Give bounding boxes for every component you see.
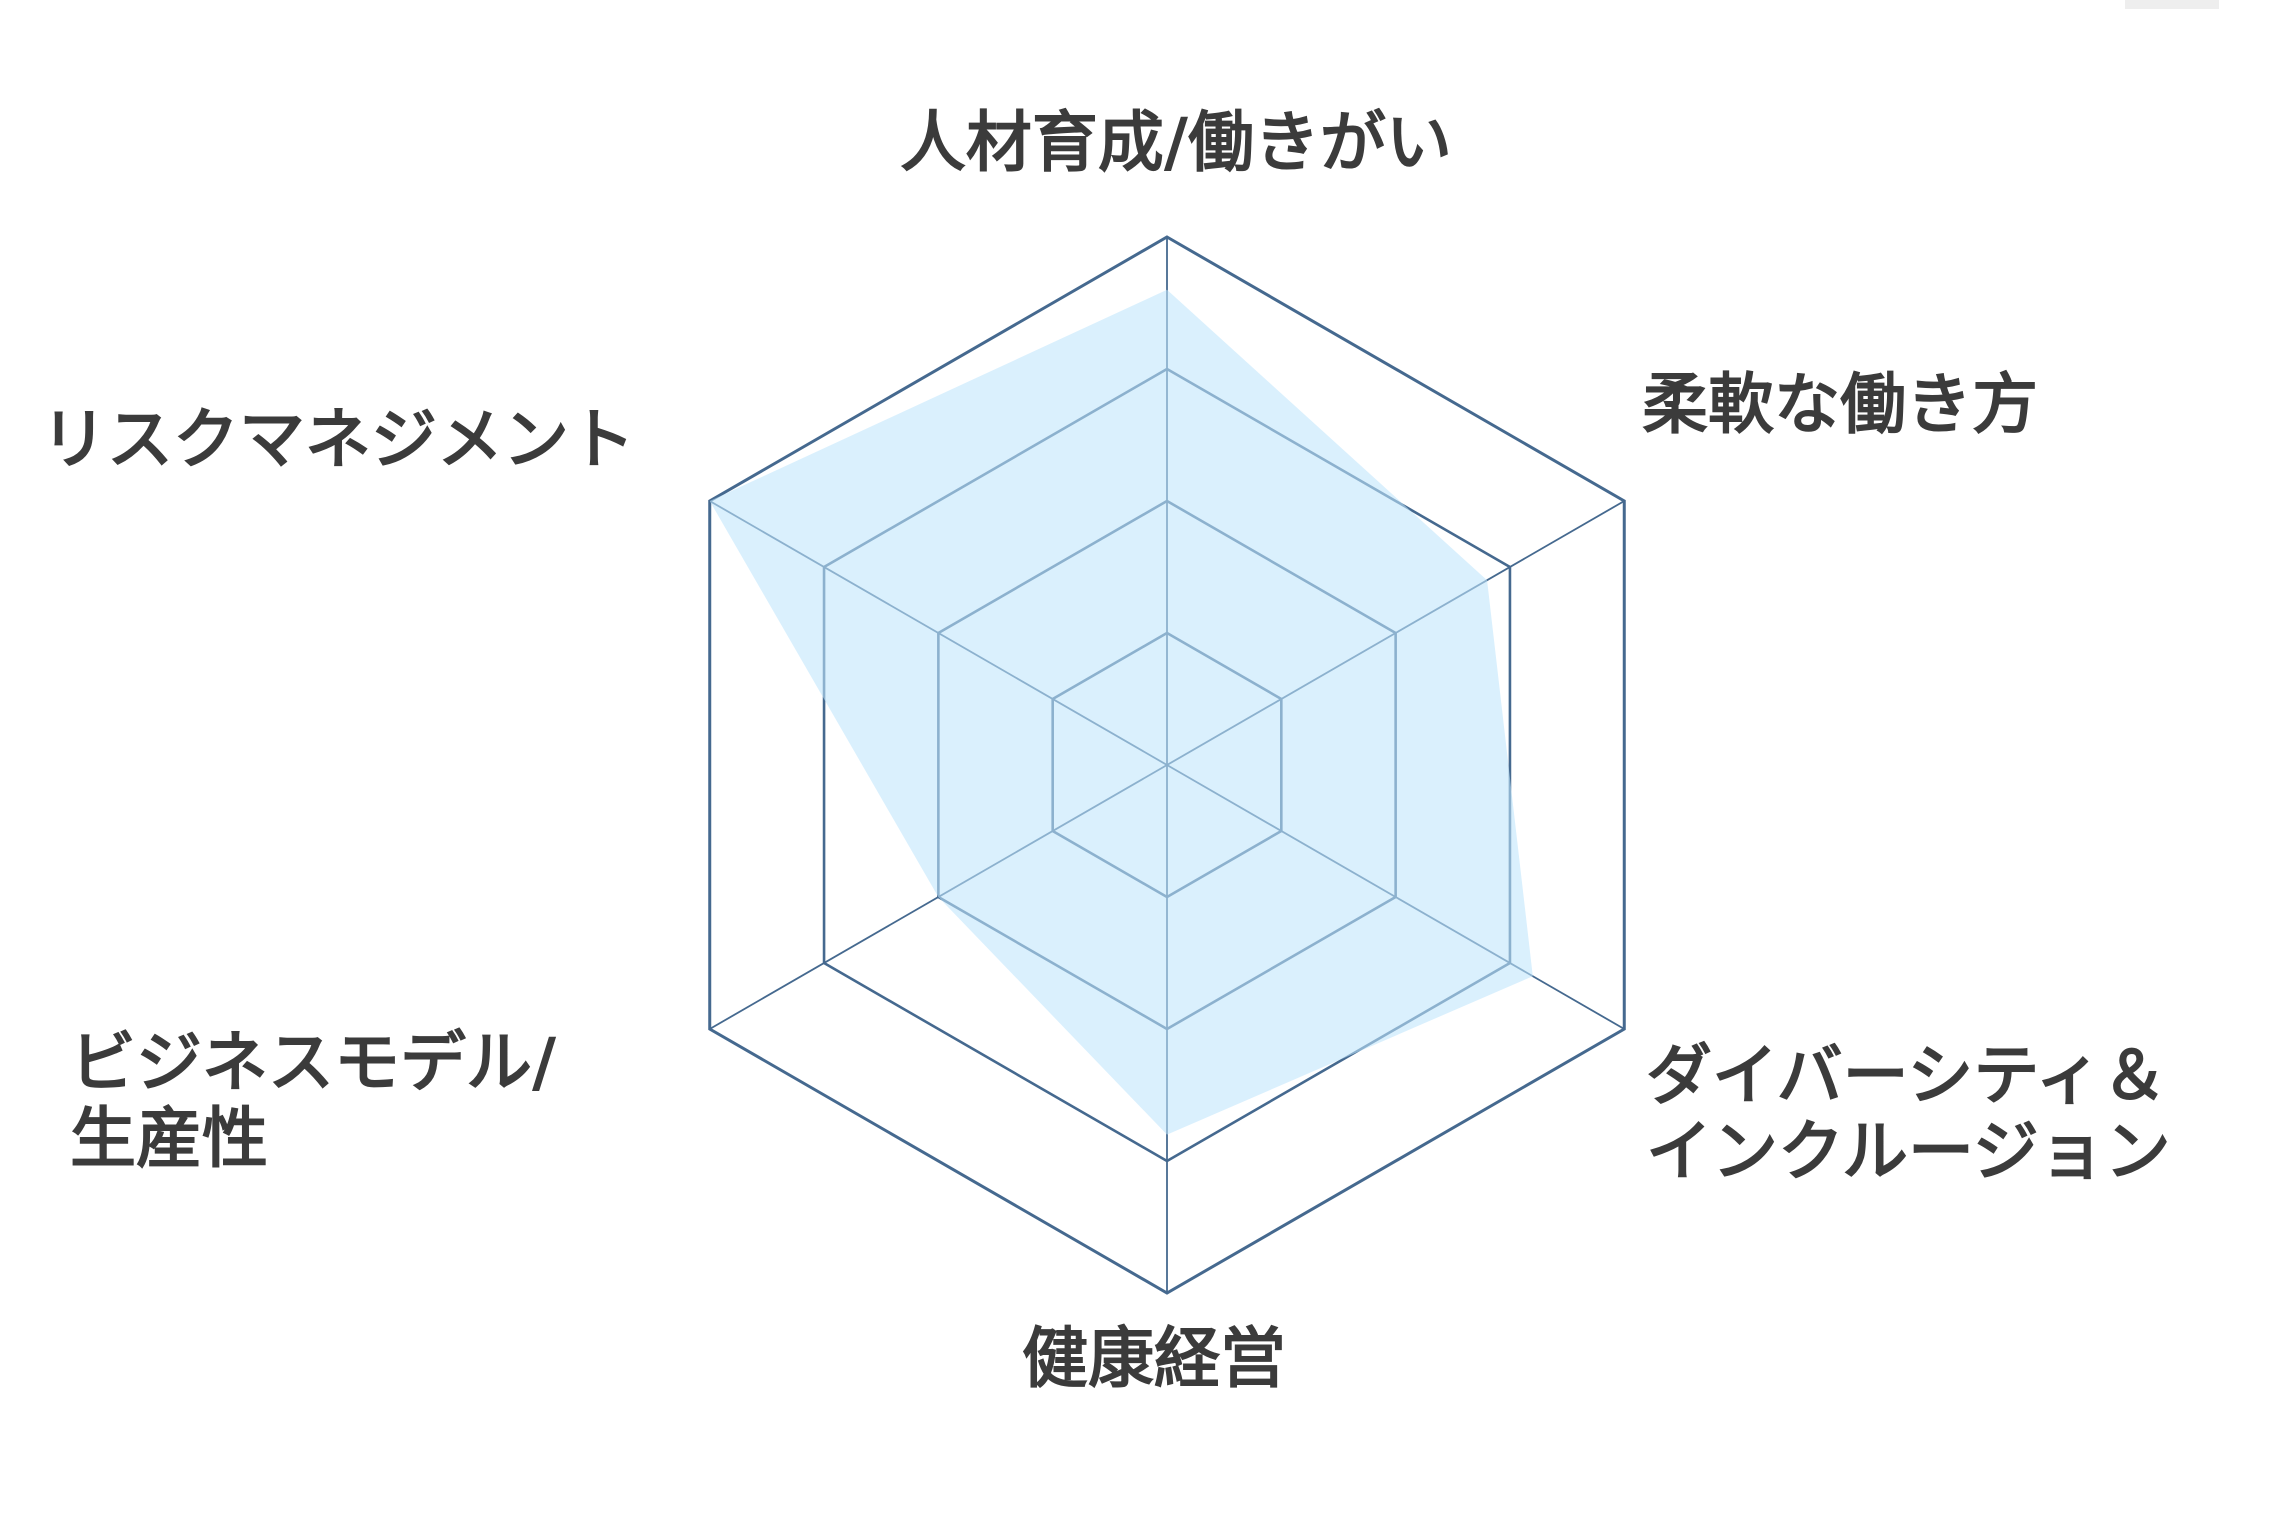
axis-label-line: 柔軟な働き方 xyxy=(1642,366,2038,443)
axis-label-3: ダイバーシティ＆インクルージョン xyxy=(1646,1037,2171,1190)
axis-label-2: 柔軟な働き方 xyxy=(1642,366,2038,443)
axis-label-4: 健康経営 xyxy=(1022,1320,1286,1397)
series-area-1 xyxy=(709,289,1533,1135)
axis-label-6: リスクマネジメント xyxy=(41,401,635,478)
radar-series xyxy=(709,289,1533,1135)
axis-label-line: 健康経営 xyxy=(1022,1320,1286,1397)
axis-label-line: 人材育成/働きがい xyxy=(900,104,1452,181)
axis-label-5: ビジネスモデル/生産性 xyxy=(70,1024,557,1177)
axis-label-line: 生産性 xyxy=(70,1100,268,1177)
axis-label-line: インクルージョン xyxy=(1646,1113,2171,1190)
top-scroll-tab xyxy=(2125,0,2219,9)
axis-label-1: 人材育成/働きがい xyxy=(900,104,1452,181)
axis-label-line: ダイバーシティ＆ xyxy=(1646,1037,2167,1114)
axis-label-line: ビジネスモデル/ xyxy=(70,1024,557,1101)
axis-label-line: リスクマネジメント xyxy=(41,401,635,478)
